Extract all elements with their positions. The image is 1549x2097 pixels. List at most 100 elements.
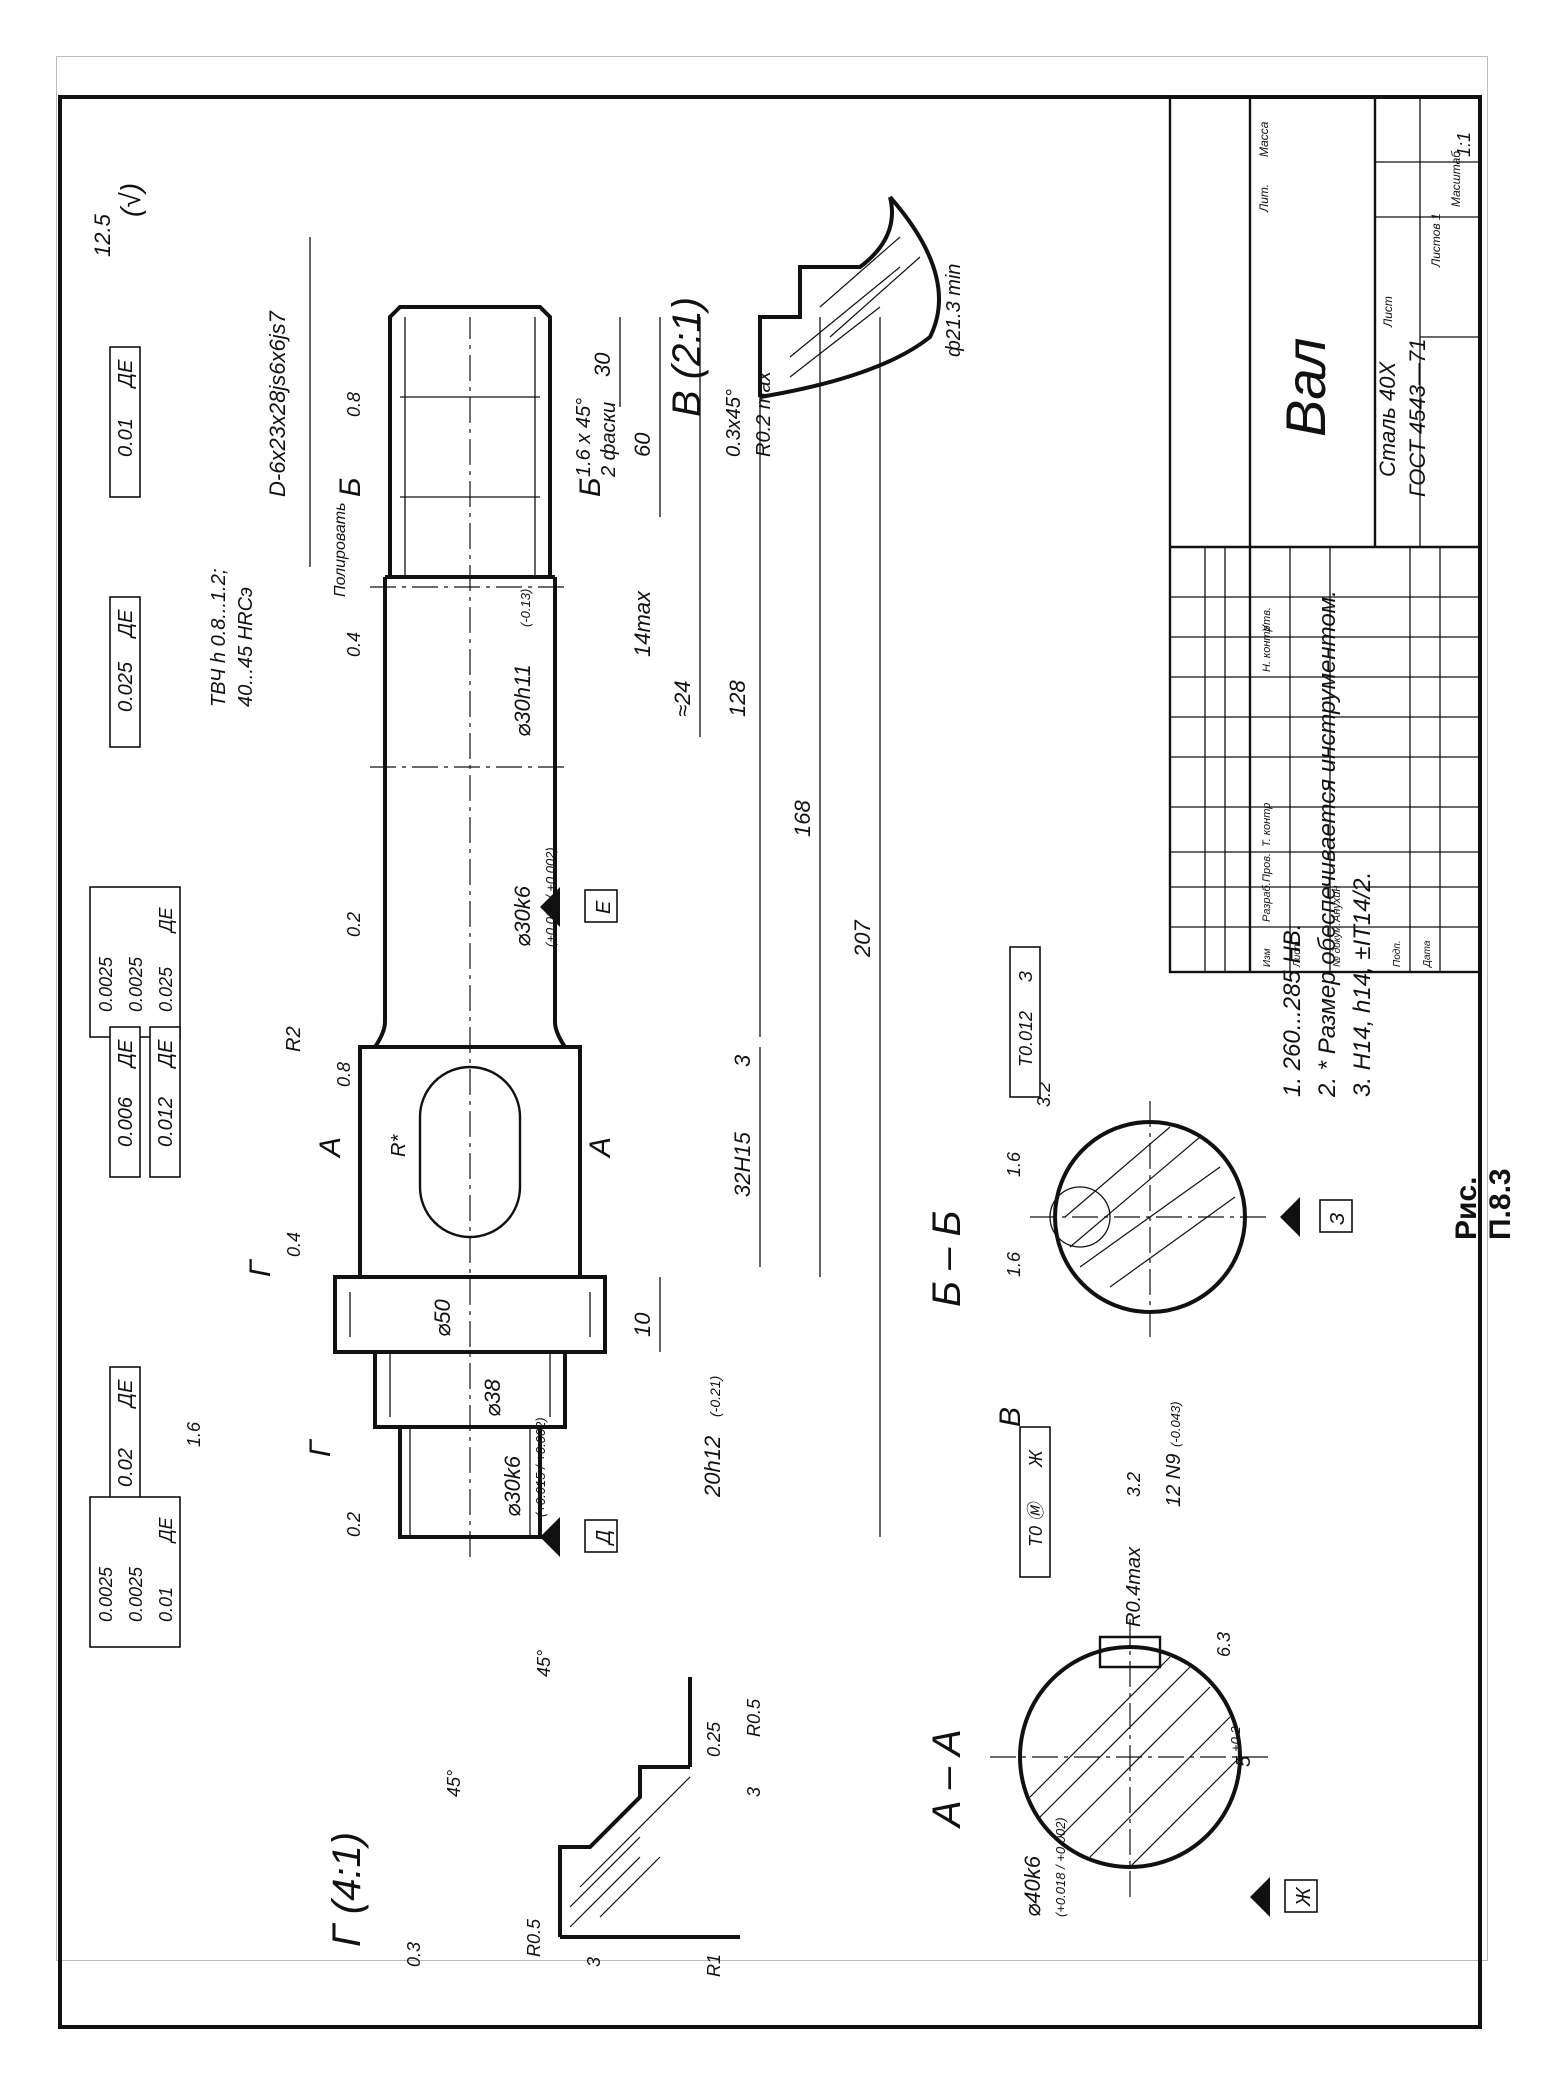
drawing-border	[58, 95, 1482, 2029]
header-sign: Подп.	[1392, 940, 1403, 967]
title-block	[1168, 95, 1482, 974]
tol-frame-1-datum: ДЕ	[115, 359, 137, 389]
datum-E-letter: Е	[593, 900, 615, 914]
tol-frame-1: 0.01	[115, 418, 137, 457]
shaft-outline	[333, 305, 607, 1539]
sheet-label: Лист	[1381, 296, 1395, 328]
dim-207: 207	[850, 920, 875, 958]
tol-frame-12-datum: Ж	[1026, 1449, 1046, 1468]
detail-G-025: 0.25	[704, 1721, 724, 1757]
dim-24: ≈24	[670, 680, 695, 717]
section-AA-dia: ⌀40k6	[1020, 1855, 1045, 1917]
detail-V-title: В (2:1)	[665, 297, 709, 417]
scale-value: 1:1	[1454, 132, 1474, 157]
tol-frame-6-datum: ДЕ	[115, 1039, 137, 1069]
hardening-label-2: 40...45 HRCэ	[235, 587, 257, 707]
detail-V-diameter: ф21.3 min	[943, 264, 965, 357]
tol-frame-9: 0.0025	[96, 1566, 116, 1622]
tol-frame-8: 0.02	[115, 1448, 137, 1487]
dim-r2: R2	[283, 1026, 305, 1052]
datum-E	[540, 887, 618, 927]
detail-G-3a: 3	[744, 1787, 764, 1797]
datum-Z	[1280, 1197, 1353, 1237]
note-1: 1. 260...285 HB.	[1279, 924, 1306, 1097]
roughness-0.8-key: 0.8	[334, 1062, 354, 1087]
section-AA-key-width: 12 N9	[1163, 1454, 1185, 1507]
section-AA-title: А – А	[925, 1729, 969, 1829]
tol-frame-11: 0.01	[156, 1587, 176, 1622]
dim-20h12: 20h12	[700, 1436, 725, 1498]
spline-designation: D-6x23x28js6x6js7	[265, 310, 290, 497]
general-roughness-paren: (√)	[115, 183, 146, 217]
tol-frame-7-datum: ДЕ	[155, 1039, 177, 1069]
section-AA-key-depth-tol: +0.2	[1228, 1726, 1243, 1752]
role-tcontrol: Т. контр	[1261, 803, 1273, 847]
section-AA-r63: 6.3	[1214, 1632, 1234, 1657]
datum-Z-letter: З	[1327, 1213, 1349, 1225]
datum-D-letter: Д	[593, 1530, 615, 1546]
spline-chamfer-count: 2 фаски	[598, 402, 620, 478]
detail-G-r1: R1	[704, 1954, 724, 1977]
polish-label: Полировать	[332, 503, 349, 598]
tol-frame-2: 0.025	[115, 661, 137, 712]
detail-G-r05b: R0.5	[744, 1698, 764, 1737]
section-marker-B-bottom: Б	[574, 477, 607, 497]
section-AA-key-width-tol: (-0.043)	[1168, 1401, 1183, 1447]
header-izm: Изм	[1262, 948, 1273, 967]
dim-128: 128	[725, 680, 750, 717]
dia-50: ⌀50	[430, 1299, 455, 1337]
detail-G-3b: 3	[584, 1957, 604, 1967]
roughness-0.4-flange: 0.4	[284, 1232, 304, 1257]
roughness-0.2-mid: 0.2	[344, 912, 364, 937]
drawing-sheet	[56, 56, 1488, 1961]
detail-G-r05a: R0.5	[524, 1918, 544, 1957]
detail-marker-G-2: Г	[304, 1438, 337, 1457]
section-AA-key-depth: 5	[1233, 1755, 1255, 1767]
dim-3: 3	[730, 1054, 755, 1067]
section-marker-A-bottom: А	[584, 1137, 617, 1159]
header-list: Лист	[1292, 941, 1303, 968]
figure-caption: Рис. П.8.3	[1450, 1168, 1517, 1240]
dia-30h11-tol: (-0.13)	[518, 589, 533, 627]
note-2: 2. * Размер обеспечивается инструментом.	[1314, 590, 1341, 1098]
tol-frame-3: 0.0025	[96, 956, 116, 1012]
detail-G-drawing	[558, 1677, 740, 1939]
datum-D	[540, 1517, 618, 1557]
material-line-1: Сталь 40Х	[1375, 360, 1400, 477]
dim-20h12-tol: (-0.21)	[707, 1376, 723, 1417]
tol-frame-8-datum: ДЕ	[115, 1379, 137, 1409]
roughness-1.6-collar: 1.6	[184, 1421, 204, 1447]
note-3: 3. H14, h14, ±IT14/2.	[1349, 872, 1376, 1097]
tol-frame-7: 0.012	[155, 1097, 177, 1147]
header-doc: № докум.	[1332, 923, 1343, 967]
dim-30: 30	[590, 352, 615, 377]
datum-Zh-letter: Ж	[1293, 1886, 1315, 1907]
detail-V-radius: R0.2 max	[753, 370, 775, 457]
dim-14max: 14max	[630, 590, 655, 657]
section-BB-drawing	[1030, 1097, 1270, 1337]
tol-frame-5-datum: ДЕ	[156, 906, 176, 934]
r-star-label: R*	[388, 1134, 410, 1157]
tol-frame-2-datum: ДЕ	[115, 609, 137, 639]
role-approve: Утв.	[1261, 607, 1273, 633]
detail-V-drawing	[758, 195, 941, 399]
tolerance-frame-group-upper	[89, 346, 181, 1648]
tol-frame-12: T0 Ⓜ	[1026, 1500, 1046, 1547]
col-lit: Лит.	[1257, 184, 1271, 213]
developer-name: Анухин	[1331, 885, 1343, 923]
roughness-0.2-end: 0.2	[344, 1512, 364, 1537]
detail-V-chamfer: 0.3x45°	[723, 389, 745, 457]
roughness-0.8-top: 0.8	[344, 392, 364, 417]
role-ncontrol: Н. контр	[1261, 625, 1273, 672]
dia-30k6-upper: ⌀30k6	[510, 885, 535, 947]
col-mass: Масса	[1257, 121, 1271, 157]
tolerance-frame-AA	[1019, 1426, 1051, 1578]
role-developer: Разраб.	[1261, 882, 1273, 922]
dim-168: 168	[790, 800, 815, 837]
tol-frame-5: 0.025	[156, 966, 176, 1012]
tol-frame-4: 0.0025	[126, 956, 146, 1012]
detail-G-title: Г (4:1)	[325, 1832, 369, 1947]
dia-30h11: ⌀30h11	[510, 664, 535, 737]
tolerance-frame-BB	[1009, 946, 1041, 1098]
